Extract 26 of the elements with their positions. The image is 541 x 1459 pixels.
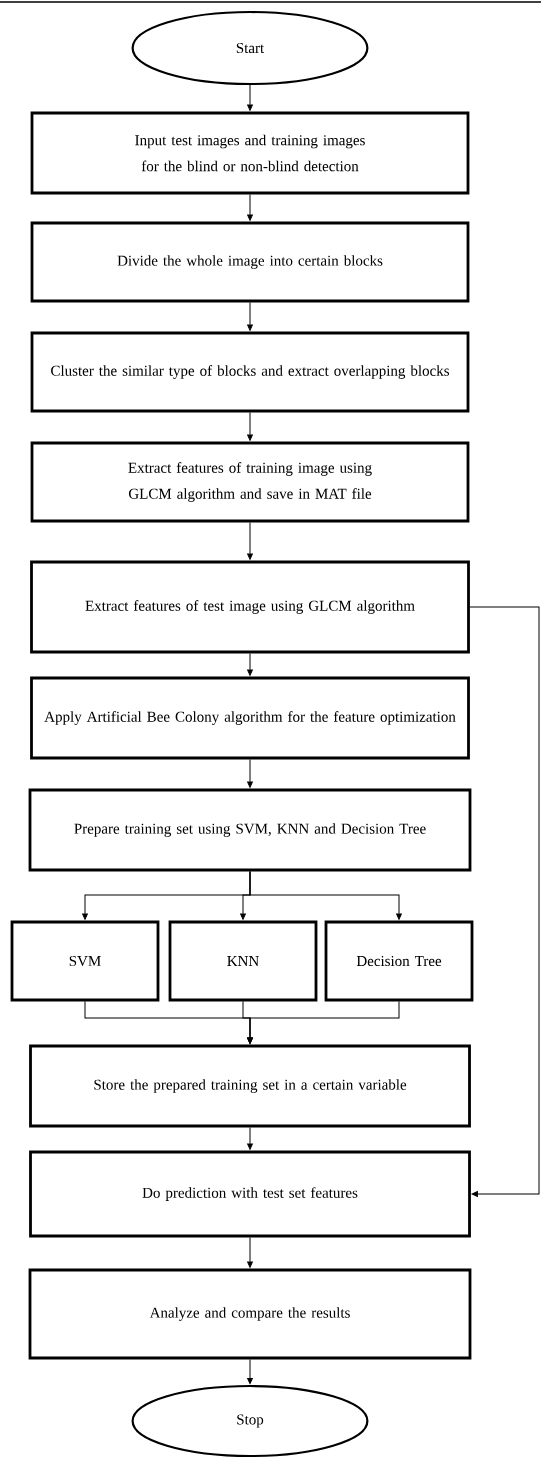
arrow — [247, 521, 253, 560]
arrow — [247, 301, 253, 331]
process-box: Cluster the similar type of blocks and extract overlapping blocks — [30, 331, 470, 413]
process-box: SVM — [10, 920, 160, 1002]
process-box: Apply Artificial Bee Colony algorithm for the feature optimization — [30, 676, 470, 760]
arrow — [247, 758, 253, 788]
process-box: Prepare training set using SVM, KNN and Decision Tree — [28, 788, 472, 872]
process-box: Decision Tree — [324, 920, 474, 1002]
arrow — [247, 411, 253, 441]
arrow — [247, 84, 253, 111]
process-box: Input test images and training images for the blind or non-blind detection — [30, 111, 470, 195]
arrow — [247, 193, 253, 221]
process-box: Extract features of test image using GLCM algorithm — [30, 560, 470, 654]
process-box: Analyze and compare the results — [28, 1268, 472, 1360]
arrow — [247, 1358, 253, 1385]
arrow — [247, 652, 253, 676]
process-box: Do prediction with test set features — [29, 1150, 471, 1238]
arrow — [247, 1236, 253, 1268]
process-box: KNN — [168, 920, 318, 1002]
arrow — [247, 1000, 400, 1044]
process-box: Extract features of training image using GLCM algorithm and save in MAT file — [30, 441, 470, 523]
arrow — [249, 870, 402, 920]
arrow — [469, 606, 540, 1197]
process-box: Divide the whole image into certain blocks — [30, 221, 470, 303]
process-box: Store the prepared training set in a certain variable — [29, 1044, 471, 1128]
arrow — [247, 1126, 253, 1150]
